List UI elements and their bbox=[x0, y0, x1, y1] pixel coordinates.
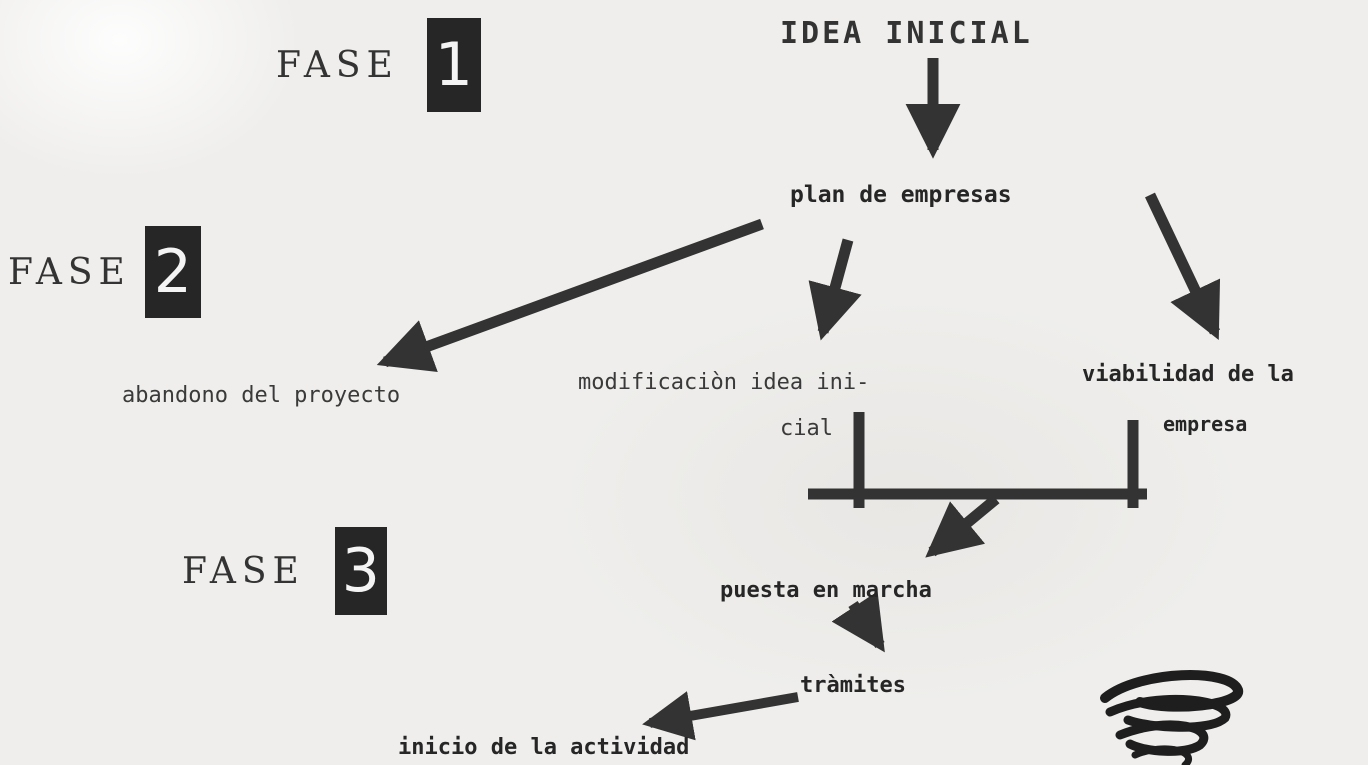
arrow-merge-to-puesta bbox=[925, 494, 1000, 558]
phase-1-number: 1 bbox=[426, 18, 481, 112]
node-modificacion-line2: cial bbox=[780, 416, 833, 441]
node-tramites: tràmites bbox=[800, 673, 906, 698]
phase-2: FASE 2 bbox=[8, 226, 201, 318]
arrow-plan-to-abandono bbox=[376, 218, 764, 372]
node-viabilidad-line1: viabilidad de la bbox=[1082, 362, 1294, 387]
phase-1: FASE 1 bbox=[276, 18, 481, 112]
node-abandono-proyecto: abandono del proyecto bbox=[122, 383, 401, 408]
arrow-plan-to-modificacion bbox=[808, 238, 862, 341]
phase-2-label: FASE bbox=[8, 251, 131, 293]
node-plan-de-empresas: plan de empresas bbox=[790, 182, 1012, 208]
phase-2-number: 2 bbox=[144, 226, 201, 318]
phase-3-number: 3 bbox=[334, 527, 387, 615]
scribble-logo bbox=[1100, 670, 1243, 765]
node-puesta-en-marcha: puesta en marcha bbox=[720, 578, 932, 603]
node-inicio-actividad: inicio de la actividad bbox=[398, 735, 690, 760]
node-modificacion-line1: modificaciòn idea ini- bbox=[578, 370, 870, 395]
node-idea-inicial: IDEA INICIAL bbox=[780, 16, 1033, 51]
phase-3-label: FASE bbox=[182, 550, 305, 592]
arrow-plan-to-viabilidad bbox=[1145, 192, 1221, 340]
phase-3: FASE 3 bbox=[182, 527, 387, 615]
node-viabilidad-line2: empresa bbox=[1163, 412, 1248, 436]
arrow-puesta-to-tramites bbox=[831, 591, 885, 653]
phase-1-label: FASE bbox=[276, 44, 399, 86]
arrow-tramites-to-inicio bbox=[642, 691, 799, 741]
